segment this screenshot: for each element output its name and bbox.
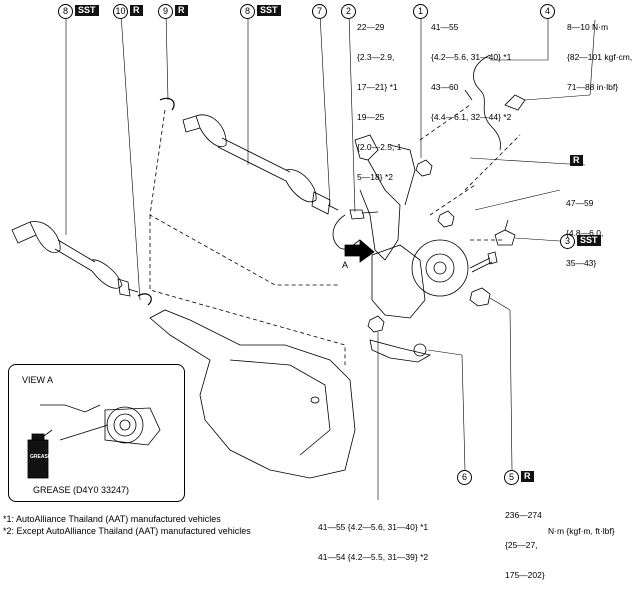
- exploded-diagram: [11, 13, 596, 500]
- dashed-guides: [149, 104, 521, 365]
- footnote-1: *1: AutoAlliance Thailand (AAT) manufact…: [3, 514, 221, 524]
- callout-9: 9: [158, 4, 173, 19]
- view-a-arrow-label: A: [342, 260, 349, 270]
- r-badge-10: R: [130, 5, 143, 16]
- torque-spec-5: 236—274 {25—27, 175—202}: [505, 510, 545, 580]
- sst-badge-8-left: SST: [75, 5, 99, 16]
- callout-8-right: 8: [240, 4, 255, 19]
- callout-5: 5: [504, 470, 519, 485]
- grease-label: GREASE (D4Y0 33247): [33, 485, 130, 495]
- nut-knuckle: [367, 315, 385, 333]
- callout-2: 2: [341, 4, 356, 19]
- right-drive-shaft: [182, 114, 339, 215]
- callout-7: 7: [312, 4, 327, 19]
- view-a-title: VIEW A: [22, 375, 54, 385]
- unit-legend: N·m {kgf·m, ft·lbf}: [548, 526, 615, 536]
- left-drive-shaft: [11, 221, 139, 297]
- brake-hose: [332, 214, 361, 250]
- grease-can-label: GREASE: [30, 454, 52, 460]
- torque-spec-bottom: 41—55 {4.2—5.6, 31—40} *1 41—54 {4.2—5.5…: [318, 522, 429, 562]
- leader-lines: [65, 13, 596, 500]
- nut-upper: [415, 159, 433, 177]
- clip-ring-upper: [159, 97, 175, 111]
- r-badge-nut: R: [570, 155, 583, 166]
- tie-rod-end: [494, 219, 516, 246]
- transaxle: [149, 309, 356, 479]
- callout-3: 3: [560, 234, 575, 249]
- lower-arm: [369, 339, 432, 363]
- r-badge-5: R: [521, 471, 534, 482]
- view-a-hub: [40, 404, 161, 446]
- clip-ring-lower: [137, 293, 152, 306]
- sst-badge-3: SST: [577, 235, 601, 246]
- r-badge-9: R: [175, 5, 188, 16]
- callout-10: 10: [113, 4, 128, 19]
- callout-4: 4: [540, 4, 555, 19]
- nut-tierod: [437, 210, 455, 228]
- footnote-2: *2: Except AutoAlliance Thailand (AAT) m…: [3, 526, 251, 536]
- grease-can: [27, 429, 53, 479]
- nut-hub: [469, 287, 491, 307]
- abs-sensor-harness: [473, 54, 501, 151]
- callout-1: 1: [413, 4, 428, 19]
- callout-6: 6: [457, 470, 472, 485]
- callout-8-left: 8: [58, 4, 73, 19]
- torque-spec-1: 41—55 {4.2—5.6, 31—40} *1 43—60 {4.4—6.1…: [431, 22, 512, 122]
- knuckle-assembly: [349, 134, 469, 319]
- knuckle-bolt: [469, 251, 498, 273]
- view-a-arrow: [344, 239, 375, 263]
- sst-badge-8-right: SST: [257, 5, 281, 16]
- torque-spec-nut: 47—59 {4.8—6.0, 35—43}: [566, 198, 604, 268]
- torque-spec-4: 8—10 N·m {82—101 kgf·cm, 71—88 in·lbf}: [567, 22, 633, 92]
- torque-spec-2: 22—29 {2.3—2.9, 17—21} *1 19—25 {2.0—2.5…: [357, 22, 402, 182]
- view-a-box: [8, 364, 185, 502]
